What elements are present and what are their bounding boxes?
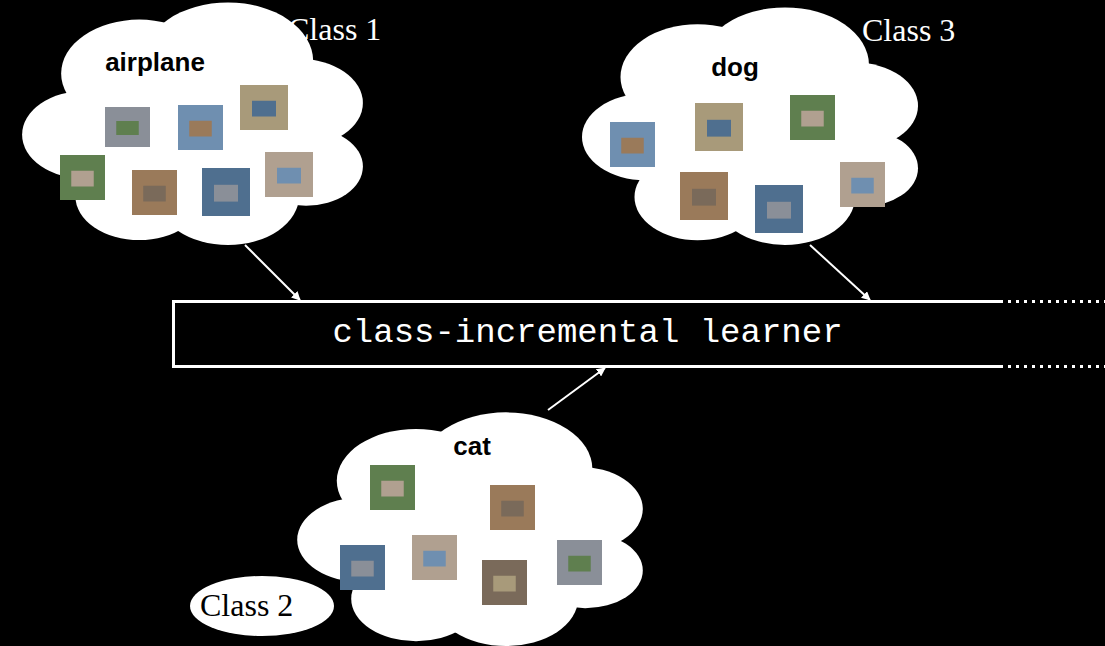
- thumbnail-image: [202, 168, 250, 216]
- thumbnail-image: [790, 95, 835, 140]
- dotted-continuation: [1000, 365, 1105, 368]
- class-name: cat: [453, 432, 491, 461]
- thumbnail-image: [178, 105, 223, 150]
- class-name: airplane: [105, 48, 205, 77]
- thumbnail-image: [105, 107, 150, 147]
- thumbnail-image: [840, 162, 885, 207]
- thumbnail-image: [132, 170, 177, 215]
- thumbnail-image: [482, 560, 527, 605]
- class-label: Class 3: [862, 13, 955, 48]
- thumbnail-image: [370, 465, 415, 510]
- cloud-lobe: [190, 576, 334, 636]
- thumbnail-image: [265, 152, 313, 197]
- arrow-connector: [245, 245, 300, 300]
- dotted-continuation: [1000, 300, 1105, 303]
- thumbnail-image: [557, 540, 602, 585]
- thumbnail-image: [680, 172, 728, 220]
- thumbnail-image: [240, 85, 288, 130]
- thumbnail-image: [340, 545, 385, 590]
- thumbnail-image: [755, 185, 803, 233]
- class-cloud: airplaneClass 1: [15, 0, 370, 245]
- class-label: Class 2: [200, 588, 293, 623]
- thumbnail-image: [490, 485, 535, 530]
- arrow-connector: [810, 245, 870, 300]
- thumbnail-image: [610, 122, 655, 167]
- class-name: dog: [711, 53, 759, 82]
- learner-box: class-incremental learner: [172, 300, 1000, 368]
- class-cloud: catClass 2: [290, 410, 650, 646]
- thumbnail-image: [60, 155, 105, 200]
- arrow-connector: [548, 368, 605, 410]
- class-label: Class 1: [288, 12, 381, 47]
- thumbnail-image: [412, 535, 457, 580]
- class-cloud: dogClass 3: [575, 5, 925, 245]
- thumbnail-image: [695, 103, 743, 151]
- box-label: class-incremental learner: [332, 315, 842, 352]
